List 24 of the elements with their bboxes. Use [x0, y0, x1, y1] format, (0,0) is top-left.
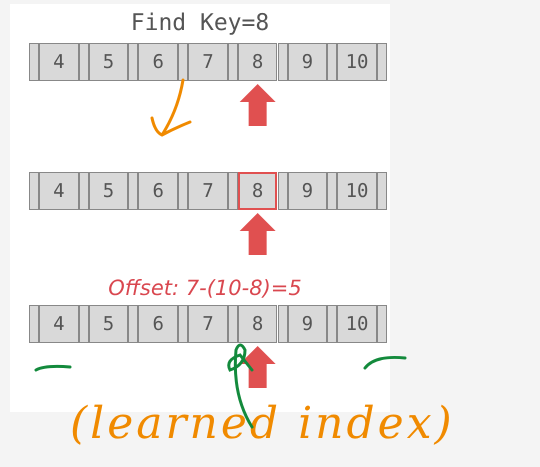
title: Find Key=8 [130, 10, 270, 36]
handwritten-note: (learned index) [70, 398, 455, 449]
array-cell: 9 [288, 43, 328, 81]
array-cell: 4 [39, 172, 79, 210]
array-cell: 9 [288, 172, 328, 210]
array-cell: 7 [188, 172, 228, 210]
offset-formula: Offset: 7-(10-8)=5 [107, 276, 303, 300]
array-cell: 10 [337, 43, 377, 81]
array-cell: 5 [88, 43, 128, 81]
array-cell: 5 [88, 305, 128, 343]
array-cell: 6 [138, 43, 178, 81]
array-cell: 8 [238, 305, 278, 343]
array-cell: 8 [238, 172, 278, 210]
array-cell: 7 [188, 43, 228, 81]
array-cell: 6 [138, 305, 178, 343]
array-cell: 10 [337, 172, 377, 210]
array-cell: 10 [337, 305, 377, 343]
array-cell: 6 [138, 172, 178, 210]
array-cell: 5 [88, 172, 128, 210]
array-cell: 4 [39, 305, 79, 343]
array-cell: 4 [39, 43, 79, 81]
array-cell: 7 [188, 305, 228, 343]
array-cell: 9 [288, 305, 328, 343]
array-cell: 8 [238, 43, 278, 81]
